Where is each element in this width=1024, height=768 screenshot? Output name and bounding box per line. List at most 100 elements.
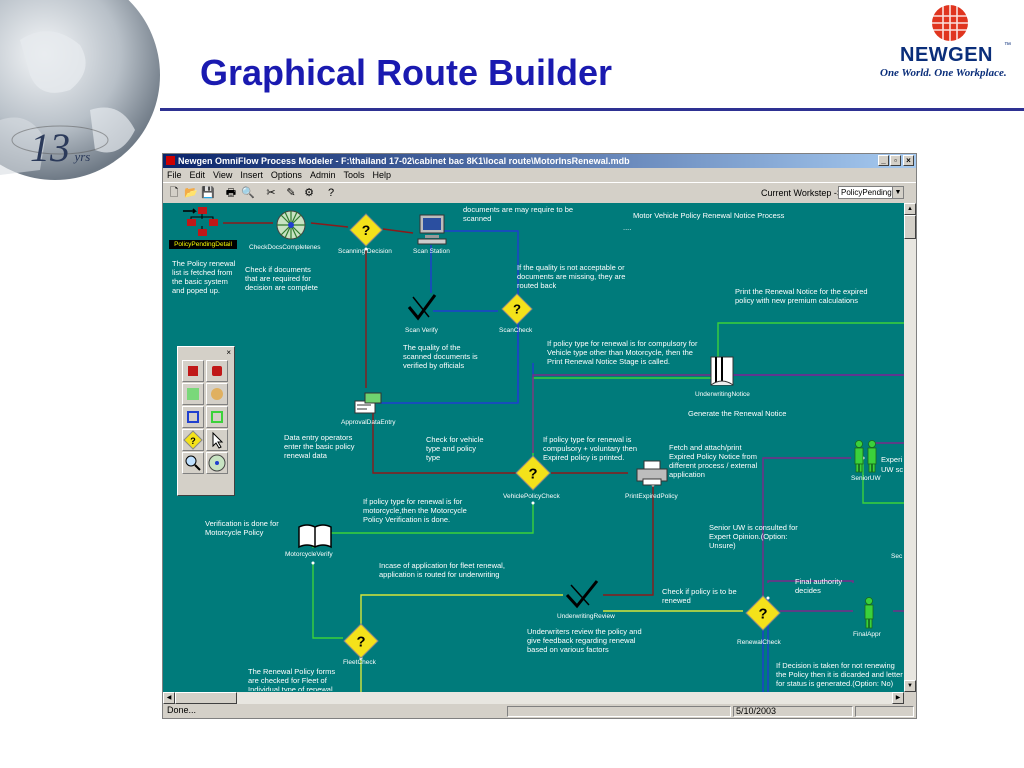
anniversary-badge: 13 yrs bbox=[30, 124, 90, 171]
status-pane-blank bbox=[507, 706, 731, 717]
newgen-sphere-icon bbox=[932, 5, 968, 41]
node-label-motorcycle-verify: MotorcycleVerify bbox=[285, 551, 333, 558]
disc-icon bbox=[208, 454, 226, 472]
hierarchy-icon[interactable] bbox=[183, 205, 223, 237]
print-icon[interactable]: 🖶 bbox=[225, 187, 237, 199]
printer-icon[interactable] bbox=[635, 459, 669, 487]
chevron-down-icon[interactable]: ▼ bbox=[892, 187, 903, 198]
underwriting-notice-icon[interactable] bbox=[705, 353, 741, 389]
scroll-right-arrow-icon[interactable]: ▶ bbox=[892, 692, 904, 704]
menu-tools[interactable]: Tools bbox=[343, 170, 365, 180]
scroll-up-arrow-icon[interactable]: ▲ bbox=[904, 203, 916, 215]
note-fetch-attach: Fetch and attach/print Expired Policy No… bbox=[669, 443, 758, 479]
logo-tagline: One World. One Workplace. bbox=[880, 67, 1007, 79]
note-generate-notice: Generate the Renewal Notice bbox=[688, 409, 787, 418]
status-text: Done... bbox=[167, 705, 197, 715]
route-approval-vehiclecheck bbox=[372, 410, 518, 474]
route-tool-icon[interactable]: ✎ bbox=[286, 187, 296, 199]
menu-admin[interactable]: Admin bbox=[309, 170, 336, 180]
note-decision-not-renew: If Decision is taken for not renewing th… bbox=[776, 661, 903, 688]
help-icon[interactable]: ? bbox=[327, 187, 335, 199]
menu-file[interactable]: File bbox=[167, 170, 182, 180]
save-icon[interactable]: 💾 bbox=[201, 187, 215, 199]
process-modeler-window: Newgen OmniFlow Process Modeler - F:\tha… bbox=[162, 153, 917, 719]
palette-disc-tool[interactable] bbox=[206, 452, 228, 474]
node-label-approval-data-entry: ApprovalDataEntry bbox=[341, 419, 396, 426]
vehicle-policy-check-diamond-icon[interactable]: ? bbox=[515, 455, 551, 491]
menu-options[interactable]: Options bbox=[270, 170, 302, 180]
note-quality-not-ok: If the quality is not acceptable or docu… bbox=[517, 263, 626, 290]
print-preview-icon[interactable]: 🔍 bbox=[241, 187, 255, 199]
underwriting-review-checkmark-icon[interactable] bbox=[565, 579, 599, 609]
note-check-renewed: Check if policy is to be renewed bbox=[662, 587, 737, 605]
motorcycle-verify-book-icon[interactable] bbox=[297, 523, 333, 549]
senior-uw-users-icon[interactable] bbox=[851, 439, 881, 473]
menu-insert[interactable]: Insert bbox=[240, 170, 263, 180]
svg-text:?: ? bbox=[190, 436, 196, 446]
palette-distribute-tool[interactable] bbox=[206, 406, 228, 428]
palette-flow-tool[interactable] bbox=[182, 406, 204, 428]
document-check-disc-icon[interactable] bbox=[273, 209, 309, 241]
palette-titlebar: × bbox=[178, 347, 234, 358]
renewal-check-diamond-icon[interactable]: ? bbox=[745, 595, 781, 631]
final-approver-user-icon[interactable] bbox=[861, 597, 877, 629]
palette-handshake-tool[interactable] bbox=[206, 383, 228, 405]
palette-search-tool[interactable] bbox=[182, 452, 204, 474]
note-compulsory-non-moto: If policy type for renewal is for compul… bbox=[547, 339, 698, 366]
palette-archive-tool[interactable] bbox=[182, 383, 204, 405]
svg-text:?: ? bbox=[356, 634, 365, 650]
palette-hierarchy-tool[interactable] bbox=[182, 360, 204, 382]
node-label-vehicle-policy-check: VehiclePolicyCheck bbox=[503, 493, 560, 500]
palette-decision-tool[interactable]: ? bbox=[182, 429, 204, 451]
node-label-renewal-check: RenewalCheck bbox=[737, 639, 781, 646]
route-canvas[interactable]: PolicyPendingDetail CheckDocsCompletenes… bbox=[163, 203, 904, 692]
menu-edit[interactable]: Edit bbox=[189, 170, 206, 180]
menu-bar: File Edit View Insert Options Admin Tools Help bbox=[163, 168, 916, 182]
current-workstep-select[interactable]: PolicyPendingI ▼ bbox=[838, 186, 904, 199]
scroll-down-arrow-icon[interactable]: ▼ bbox=[904, 680, 916, 692]
open-folder-icon[interactable]: 📂 bbox=[184, 187, 198, 199]
svg-text:?: ? bbox=[513, 302, 521, 317]
menu-view[interactable]: View bbox=[213, 170, 233, 180]
node-label-underwriting-notice: UnderwritingNotice bbox=[695, 391, 750, 398]
close-button[interactable]: × bbox=[903, 155, 914, 166]
fleet-check-diamond-icon[interactable]: ? bbox=[343, 623, 379, 659]
node-label-senior-uw: SeniorUW bbox=[851, 475, 881, 482]
note-final-authority: Final authority decides bbox=[795, 577, 843, 595]
node-label-scancheck: ScanCheck bbox=[499, 327, 533, 334]
users-icon[interactable]: ⚙ bbox=[304, 187, 314, 199]
node-label-scanning-decision: Scanning Decision bbox=[338, 248, 392, 255]
route-scanning-scanstation bbox=[382, 228, 414, 234]
vertical-scroll-thumb[interactable] bbox=[904, 215, 916, 239]
toolbar: 🗋 📂 💾 🖶 🔍 ✂ ✎ ⚙ ? Current Workstep -> Po… bbox=[163, 182, 916, 204]
vertical-scrollbar[interactable]: ▲ ▼ bbox=[904, 203, 916, 692]
horizontal-scrollbar[interactable]: ◀ ▶ bbox=[163, 692, 904, 704]
title-divider bbox=[160, 108, 1024, 111]
decision-diamond-icon[interactable]: ? bbox=[349, 213, 383, 247]
cut-icon[interactable]: ✂ bbox=[266, 187, 276, 199]
scan-check-diamond-icon[interactable]: ? bbox=[501, 293, 533, 325]
badge-text: yrs bbox=[74, 149, 91, 164]
verify-checkmark-icon[interactable] bbox=[407, 293, 437, 321]
route-scanstation-scancheck bbox=[443, 230, 519, 301]
palette-decision-icon: ? bbox=[183, 430, 203, 450]
menu-help[interactable]: Help bbox=[372, 170, 391, 180]
scan-station-computer-icon[interactable] bbox=[417, 213, 447, 245]
current-workstep-label: Current Workstep -> bbox=[761, 188, 843, 198]
window-title: Newgen OmniFlow Process Modeler - F:\tha… bbox=[178, 156, 630, 166]
note-underwriters-review: Underwriters review the policy and give … bbox=[527, 627, 642, 654]
restore-button[interactable]: ▫ bbox=[890, 155, 901, 166]
new-file-icon[interactable]: 🗋 bbox=[169, 187, 179, 199]
minimize-button[interactable]: _ bbox=[878, 155, 889, 166]
node-label-sec-cut: Sec bbox=[891, 553, 903, 560]
horizontal-scroll-thumb[interactable] bbox=[175, 692, 237, 704]
palette-pointer-tool[interactable] bbox=[206, 429, 228, 451]
scroll-left-arrow-icon[interactable]: ◀ bbox=[163, 692, 175, 704]
palette-close-button[interactable]: × bbox=[226, 348, 231, 357]
palette-subprocess-tool[interactable] bbox=[206, 360, 228, 382]
window-titlebar: Newgen OmniFlow Process Modeler - F:\tha… bbox=[163, 154, 916, 168]
pointer-arrow-icon bbox=[212, 431, 224, 449]
status-pane-extra bbox=[855, 706, 914, 717]
badge-number: 13 bbox=[30, 125, 70, 170]
data-entry-icon[interactable] bbox=[353, 391, 385, 417]
